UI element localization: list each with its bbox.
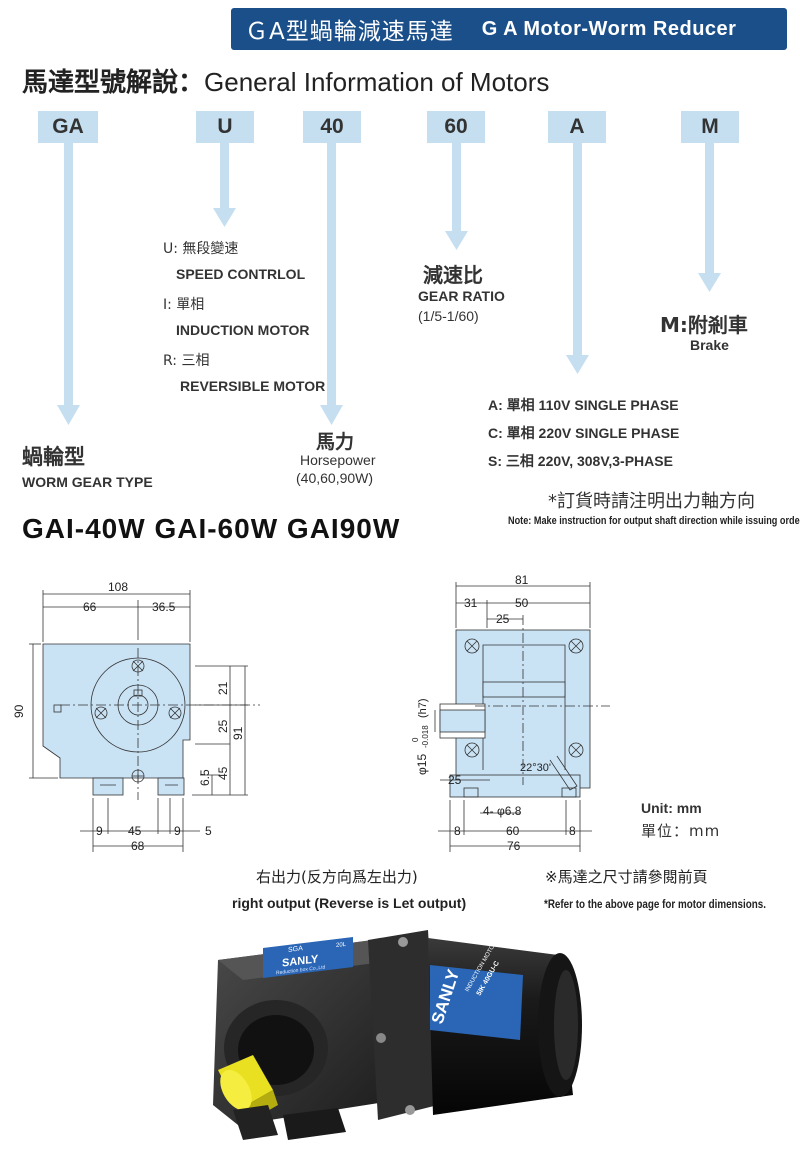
arrow-hp-head <box>320 405 343 425</box>
dim-45b: 45 <box>128 824 142 838</box>
hp-en: Horsepower <box>300 452 376 468</box>
dim-9b: 9 <box>174 824 181 838</box>
motor-photo: SGA SANLY 20L Reduction box Co.,Ltd SANL… <box>213 930 582 1140</box>
side-screw-holes <box>464 638 584 758</box>
arrow-phase-head <box>566 355 589 374</box>
dim-91: 91 <box>231 726 245 740</box>
heading-zh: 馬達型號解說： <box>22 68 205 98</box>
title-banner: ＧA型蝸輪減速馬達 G A Motor-Worm Reducer <box>231 8 787 50</box>
code-box-m: M <box>681 111 739 143</box>
ratio-zh: 減速比 <box>423 263 483 287</box>
front-view-drawing: 108 66 36.5 90 21 25 91 45 6.5 9 45 9 5 … <box>12 580 260 853</box>
dim-6-5: 6.5 <box>198 769 212 786</box>
dim-shaft-tol-top: 0 <box>411 737 420 742</box>
dim-36-5: 36.5 <box>152 600 176 614</box>
dim-8a: 8 <box>454 824 461 838</box>
arrow-brake-shaft <box>705 143 714 273</box>
arrow-ga-shaft <box>64 143 73 405</box>
photo-label-size: 20L <box>336 942 347 949</box>
code-box-a: A <box>548 111 606 143</box>
unit-zh: 單位：mm <box>641 822 721 840</box>
arrow-hp-shaft <box>327 143 336 405</box>
dim-25-top: 25 <box>496 612 510 626</box>
dim-66: 66 <box>83 600 97 614</box>
banner-title-en: G A Motor-Worm Reducer <box>481 17 737 40</box>
dim-25: 25 <box>216 719 230 733</box>
u-line6: REVERSIBLE MOTOR <box>180 378 326 394</box>
arrow-ratio-head <box>445 231 468 250</box>
heading-en: General Information of Motors <box>204 67 550 97</box>
arrow-u-head <box>213 208 236 227</box>
u-line2: SPEED CONTRLOL <box>176 266 306 282</box>
dim-8b: 8 <box>569 824 576 838</box>
ratio-en: GEAR RATIO <box>418 288 505 304</box>
dim-31: 31 <box>464 596 478 610</box>
unit-en: Unit: mm <box>641 800 702 816</box>
refer-en: *Refer to the above page for motor dimen… <box>544 897 766 911</box>
brake-zh: M:附剎車 <box>660 313 748 337</box>
phase-a: A: 單相 110V SINGLE PHASE <box>488 397 679 413</box>
dim-76: 76 <box>507 839 521 853</box>
arrow-phase-shaft <box>573 143 582 355</box>
ratio-values: (1/5-1/60) <box>418 308 479 324</box>
photo-label-top: SGA <box>288 945 303 954</box>
code-box-40: 40 <box>303 111 361 143</box>
u-line3: I: 單相 <box>163 297 205 313</box>
arrow-u-shaft <box>220 143 229 208</box>
hp-values: (40,60,90W) <box>296 470 374 486</box>
dim-shaft-fit: (h7) <box>417 698 429 718</box>
model-list: GAI-40W GAI-60W GAI90W <box>22 513 401 544</box>
hp-zh: 馬力 <box>316 431 355 453</box>
dim-5: 5 <box>205 824 212 838</box>
side-view-drawing: 81 31 50 25 φ15 0 -0.018 (h7) 25 22°30' … <box>411 573 610 853</box>
dim-9a: 9 <box>96 824 103 838</box>
code-box-u: U <box>196 111 254 143</box>
code-box-ga: GA <box>38 111 98 143</box>
output-en: right output (Reverse is Let output) <box>232 895 467 911</box>
dim-60: 60 <box>506 824 520 838</box>
u-line4: INDUCTION MOTOR <box>176 322 310 338</box>
u-line5: R: 三相 <box>163 353 210 369</box>
arrow-brake-head <box>698 273 721 292</box>
photo-label-brand: SANLY <box>282 953 319 969</box>
brake-en: Brake <box>690 337 729 353</box>
dim-68: 68 <box>131 839 145 853</box>
dim-shaft-dia: φ15 <box>415 754 429 775</box>
dim-shaft-tol-bot: -0.018 <box>421 725 430 748</box>
page-heading: 馬達型號解說：General Information of Motors <box>22 62 549 99</box>
dim-45: 45 <box>216 766 230 780</box>
code-arrows <box>57 143 721 425</box>
u-line1: U: 無段變速 <box>163 241 239 257</box>
code-box-60: 60 <box>427 111 485 143</box>
output-zh: 右出力(反方向爲左出力) <box>256 868 418 886</box>
front-square-marker <box>53 704 62 713</box>
dim-108: 108 <box>108 580 128 594</box>
dim-90: 90 <box>12 704 26 718</box>
refer-zh: ※馬達之尺寸請參閱前頁 <box>545 868 708 886</box>
dim-holes: 4- φ6.8 <box>483 804 522 818</box>
order-note-zh: *訂貨時請注明出力軸方向 <box>548 491 755 512</box>
dim-angle: 22°30' <box>520 762 551 774</box>
order-note-en: Note: Make instruction for output shaft … <box>508 515 800 527</box>
phase-s: S: 三相 220V, 308V,3-PHASE <box>488 453 673 469</box>
ga-en: WORM GEAR TYPE <box>22 474 153 490</box>
side-base <box>449 774 581 798</box>
arrow-ratio-shaft <box>452 143 461 231</box>
dim-81: 81 <box>515 573 529 587</box>
ga-zh: 蝸輪型 <box>22 445 85 469</box>
phase-c: C: 單相 220V SINGLE PHASE <box>488 425 680 441</box>
banner-title-zh: ＧA型蝸輪減速馬達 <box>245 19 454 45</box>
dim-50: 50 <box>515 596 529 610</box>
arrow-ga-head <box>57 405 80 425</box>
dim-21: 21 <box>216 681 230 695</box>
dim-25-side: 25 <box>448 773 462 787</box>
